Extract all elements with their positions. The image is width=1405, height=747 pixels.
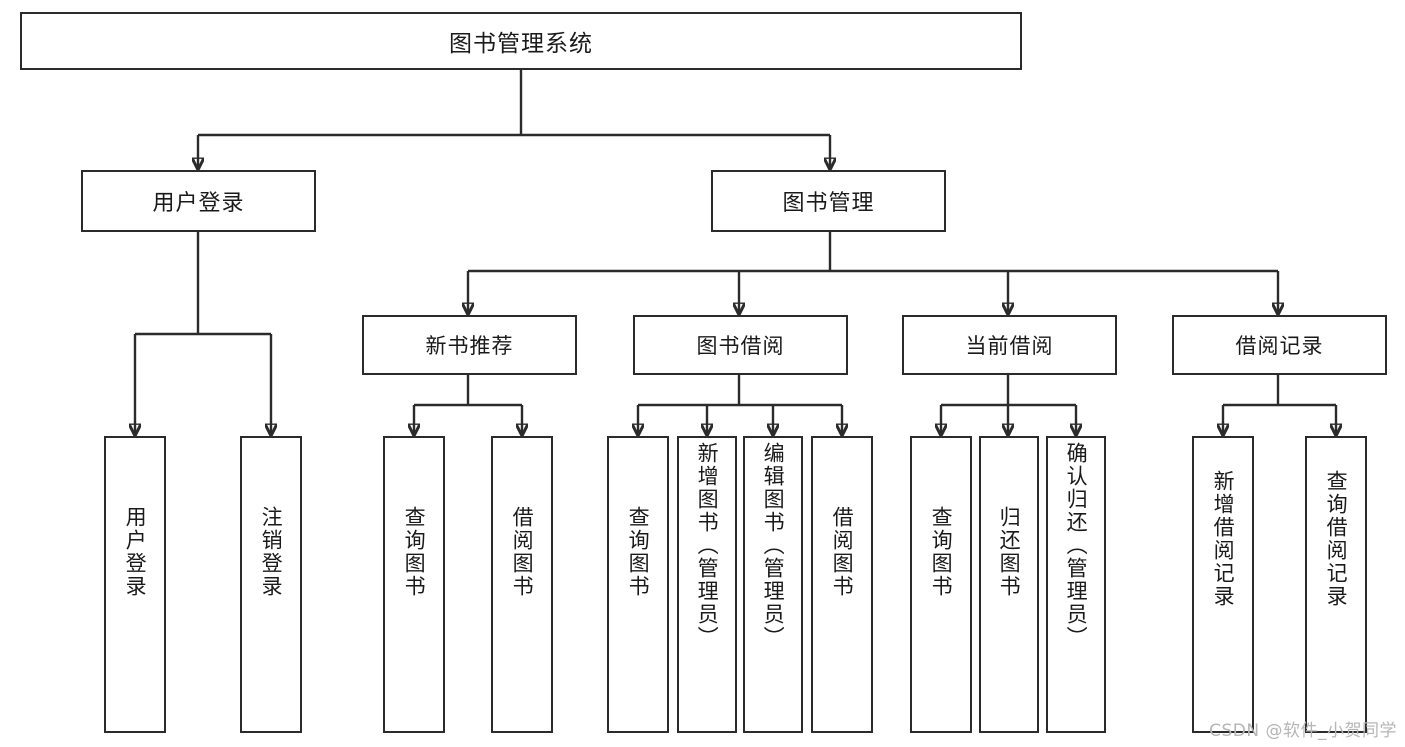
node-label: 用户登录 [123, 506, 148, 598]
node-current-borrow[interactable]: 当前借阅 [902, 315, 1117, 375]
node-label: 用户登录 [152, 191, 245, 216]
node-label: 图书管理系统 [449, 31, 593, 57]
node-label: 新增图书（管理员） [695, 442, 720, 649]
node-label: 新增借阅记录 [1211, 470, 1236, 608]
node-label: 当前借阅 [965, 334, 1054, 358]
node-borrow-record[interactable]: 借阅记录 [1172, 315, 1387, 375]
leaf-borrow-books-recommend[interactable]: 借阅图书 [491, 436, 553, 733]
node-book-borrow[interactable]: 图书借阅 [633, 315, 848, 375]
node-label: 借阅记录 [1235, 334, 1324, 358]
node-label: 图书借阅 [696, 334, 785, 358]
node-label: 查询借阅记录 [1324, 470, 1349, 608]
leaf-query-borrow-record[interactable]: 查询借阅记录 [1305, 436, 1367, 733]
leaf-borrow-books[interactable]: 借阅图书 [811, 436, 873, 733]
node-label: 借阅图书 [830, 506, 855, 598]
leaf-query-books-recommend[interactable]: 查询图书 [383, 436, 445, 733]
leaf-query-books-current[interactable]: 查询图书 [910, 436, 972, 733]
node-label: 查询图书 [402, 506, 427, 598]
node-label: 注销登录 [259, 506, 284, 598]
node-root-book-management-system[interactable]: 图书管理系统 [20, 12, 1022, 70]
node-label: 查询图书 [929, 506, 954, 598]
leaf-query-books-borrow[interactable]: 查询图书 [607, 436, 669, 733]
node-label: 借阅图书 [510, 506, 535, 598]
leaf-add-book-admin[interactable]: 新增图书（管理员） [677, 436, 737, 733]
leaf-user-login[interactable]: 用户登录 [104, 436, 166, 733]
node-label: 确认归还（管理员） [1064, 442, 1089, 649]
node-label: 新书推荐 [425, 334, 514, 358]
node-label: 编辑图书（管理员） [761, 442, 786, 649]
node-label: 归还图书 [997, 506, 1022, 598]
node-label: 图书管理 [782, 191, 875, 216]
leaf-confirm-return-admin[interactable]: 确认归还（管理员） [1046, 436, 1106, 733]
leaf-edit-book-admin[interactable]: 编辑图书（管理员） [743, 436, 803, 733]
node-label: 查询图书 [626, 506, 651, 598]
node-book-management[interactable]: 图书管理 [711, 170, 946, 232]
leaf-add-borrow-record[interactable]: 新增借阅记录 [1192, 436, 1254, 733]
leaf-return-books[interactable]: 归还图书 [979, 436, 1039, 733]
node-new-book-recommend[interactable]: 新书推荐 [362, 315, 577, 375]
node-user-login[interactable]: 用户登录 [81, 170, 316, 232]
leaf-logout[interactable]: 注销登录 [240, 436, 302, 733]
